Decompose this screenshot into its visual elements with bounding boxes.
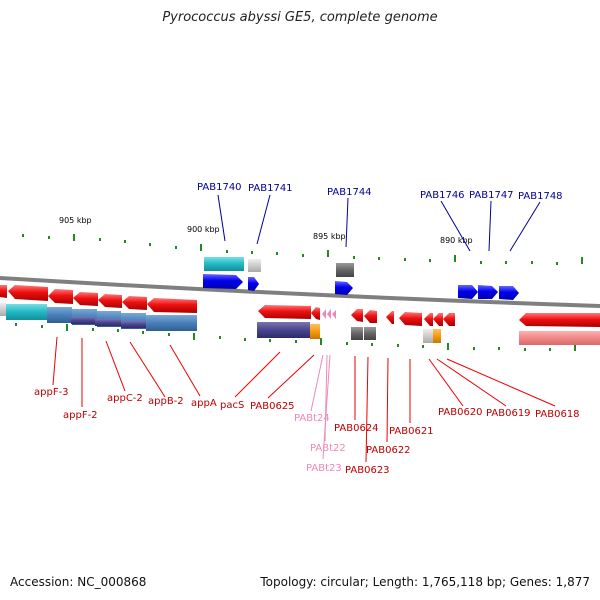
gene-label-PAB0618[interactable]: PAB0618 bbox=[535, 409, 580, 420]
gene-arrow-appF-2[interactable] bbox=[48, 289, 73, 304]
gene-arrow-pacS[interactable] bbox=[258, 305, 311, 319]
gene-label-PAB0622[interactable]: PAB0622 bbox=[366, 445, 411, 456]
cds-bar-purple-2[interactable] bbox=[95, 319, 121, 326]
scale-ticks-lower bbox=[15, 323, 576, 351]
scale-label-905: 905 kbp bbox=[59, 216, 92, 225]
cds-bar-grey-PAB0624[interactable] bbox=[351, 327, 363, 340]
accession-text: Accession: NC_000868 bbox=[10, 575, 147, 589]
cds-bar-dark-forward[interactable] bbox=[336, 263, 354, 277]
gene-arrow-PAB0621[interactable] bbox=[399, 312, 422, 326]
scale-label-900: 900 kbp bbox=[187, 225, 220, 234]
cds-bar-steel-1[interactable] bbox=[47, 307, 72, 323]
gene-arrow-PAB1747[interactable] bbox=[478, 285, 498, 299]
gene-label-appA[interactable]: appA bbox=[191, 398, 217, 409]
cds-bar-steel-5[interactable] bbox=[146, 315, 197, 331]
forward-features bbox=[203, 257, 519, 300]
gene-arrow-PAB0624[interactable] bbox=[351, 309, 363, 322]
gene-label-PAB0624[interactable]: PAB0624 bbox=[334, 423, 379, 434]
cds-bar-orange-PAB0620[interactable] bbox=[433, 329, 441, 343]
gene-label-PAB1747[interactable]: PAB1747 bbox=[469, 190, 514, 201]
cds-bar-orange-pacS[interactable] bbox=[310, 324, 320, 339]
gene-label-PAB1744[interactable]: PAB1744 bbox=[327, 187, 372, 198]
genome-backbone bbox=[0, 276, 600, 308]
gene-arrow-appC-2[interactable] bbox=[73, 292, 98, 306]
rna-leader-lines bbox=[310, 354, 331, 460]
cds-bar-grey-forward[interactable] bbox=[248, 259, 261, 272]
cds-bar-grey-left-edge[interactable] bbox=[0, 303, 6, 316]
gene-arrow-appB-2[interactable] bbox=[98, 294, 122, 308]
gene-label-PAB1746[interactable]: PAB1746 bbox=[420, 190, 465, 201]
gene-arrow-appA-short[interactable] bbox=[122, 296, 147, 310]
cds-bar-grey-PAB0623[interactable] bbox=[364, 327, 376, 340]
scale-ticks-upper bbox=[22, 234, 583, 265]
gene-arrow-left-edge[interactable] bbox=[0, 285, 7, 298]
gene-label-PAB0619[interactable]: PAB0619 bbox=[486, 408, 531, 419]
genome-title: Pyrococcus abyssi GE5, complete genome bbox=[162, 10, 438, 25]
gene-arrow-PAB0619[interactable] bbox=[433, 313, 443, 326]
gene-arrow-PAB0623[interactable] bbox=[364, 310, 377, 323]
gene-label-PABt24[interactable]: PABt24 bbox=[294, 413, 330, 424]
gene-arrow-PAB1748[interactable] bbox=[499, 286, 519, 300]
gene-label-PAB0621[interactable]: PAB0621 bbox=[389, 426, 434, 437]
gene-arrow-PAB0622[interactable] bbox=[386, 311, 394, 324]
rna-labels: PABt24 PABt22 PABt23 bbox=[294, 413, 346, 474]
gene-arrow-PAB1741[interactable] bbox=[248, 277, 259, 291]
cds-bar-purple-pacS[interactable] bbox=[257, 322, 310, 338]
scale-label-895: 895 kbp bbox=[313, 232, 346, 241]
top-leader-lines bbox=[217, 194, 541, 252]
bottom-labels: appF-3 appF-2 appC-2 appB-2 appA pacS PA… bbox=[34, 387, 580, 476]
cds-bar-cyan-appF[interactable] bbox=[6, 304, 47, 320]
gene-label-appF-2[interactable]: appF-2 bbox=[63, 410, 98, 421]
top-labels: PAB1740 PAB1741 PAB1744 PAB1746 PAB1747 … bbox=[197, 182, 563, 202]
cds-bar-lightgrey-PAB0620[interactable] bbox=[423, 329, 433, 343]
topology-text: Topology: circular; Length: 1,765,118 bp… bbox=[260, 575, 590, 589]
cds-bar-cyan-forward[interactable] bbox=[204, 257, 244, 271]
gene-arrow-PAB1740[interactable] bbox=[203, 274, 243, 289]
gene-label-appC-2[interactable]: appC-2 bbox=[107, 393, 143, 404]
gene-label-PAB0620[interactable]: PAB0620 bbox=[438, 407, 483, 418]
rna-arrow-PABt24[interactable] bbox=[322, 309, 326, 319]
gene-arrow-right-edge[interactable] bbox=[519, 313, 600, 327]
gene-label-PAB1748[interactable]: PAB1748 bbox=[518, 191, 563, 202]
scale-label-890: 890 kbp bbox=[440, 236, 473, 245]
gene-label-PAB0623[interactable]: PAB0623 bbox=[345, 465, 390, 476]
rna-arrow-PABt23[interactable] bbox=[332, 310, 336, 319]
cds-bar-pink-right-edge[interactable] bbox=[519, 331, 600, 345]
reverse-features bbox=[0, 285, 600, 345]
gene-arrow-PAB1744[interactable] bbox=[335, 281, 353, 295]
cds-bar-purple-3[interactable] bbox=[121, 321, 146, 328]
gene-label-PABt23[interactable]: PABt23 bbox=[306, 463, 342, 474]
gene-label-appB-2[interactable]: appB-2 bbox=[148, 396, 184, 407]
gene-arrow-appF-3[interactable] bbox=[8, 285, 48, 301]
gene-label-PAB1741[interactable]: PAB1741 bbox=[248, 183, 293, 194]
gene-arrow-PAB0625[interactable] bbox=[311, 307, 320, 320]
gene-label-pacS[interactable]: pacS bbox=[220, 400, 244, 411]
cds-bar-purple-1[interactable] bbox=[71, 317, 95, 324]
gene-label-appF-3[interactable]: appF-3 bbox=[34, 387, 69, 398]
gene-label-PAB1740[interactable]: PAB1740 bbox=[197, 182, 242, 193]
gene-arrow-PAB1746[interactable] bbox=[458, 285, 478, 299]
rna-arrow-PABt22[interactable] bbox=[327, 309, 331, 319]
gene-label-PABt22[interactable]: PABt22 bbox=[310, 443, 346, 454]
gene-arrow-PAB0618[interactable] bbox=[443, 313, 455, 326]
gene-arrow-appA[interactable] bbox=[147, 298, 197, 313]
bottom-leader-lines bbox=[52, 336, 556, 463]
gene-arrow-PAB0620[interactable] bbox=[424, 313, 433, 326]
gene-label-PAB0625[interactable]: PAB0625 bbox=[250, 401, 295, 412]
